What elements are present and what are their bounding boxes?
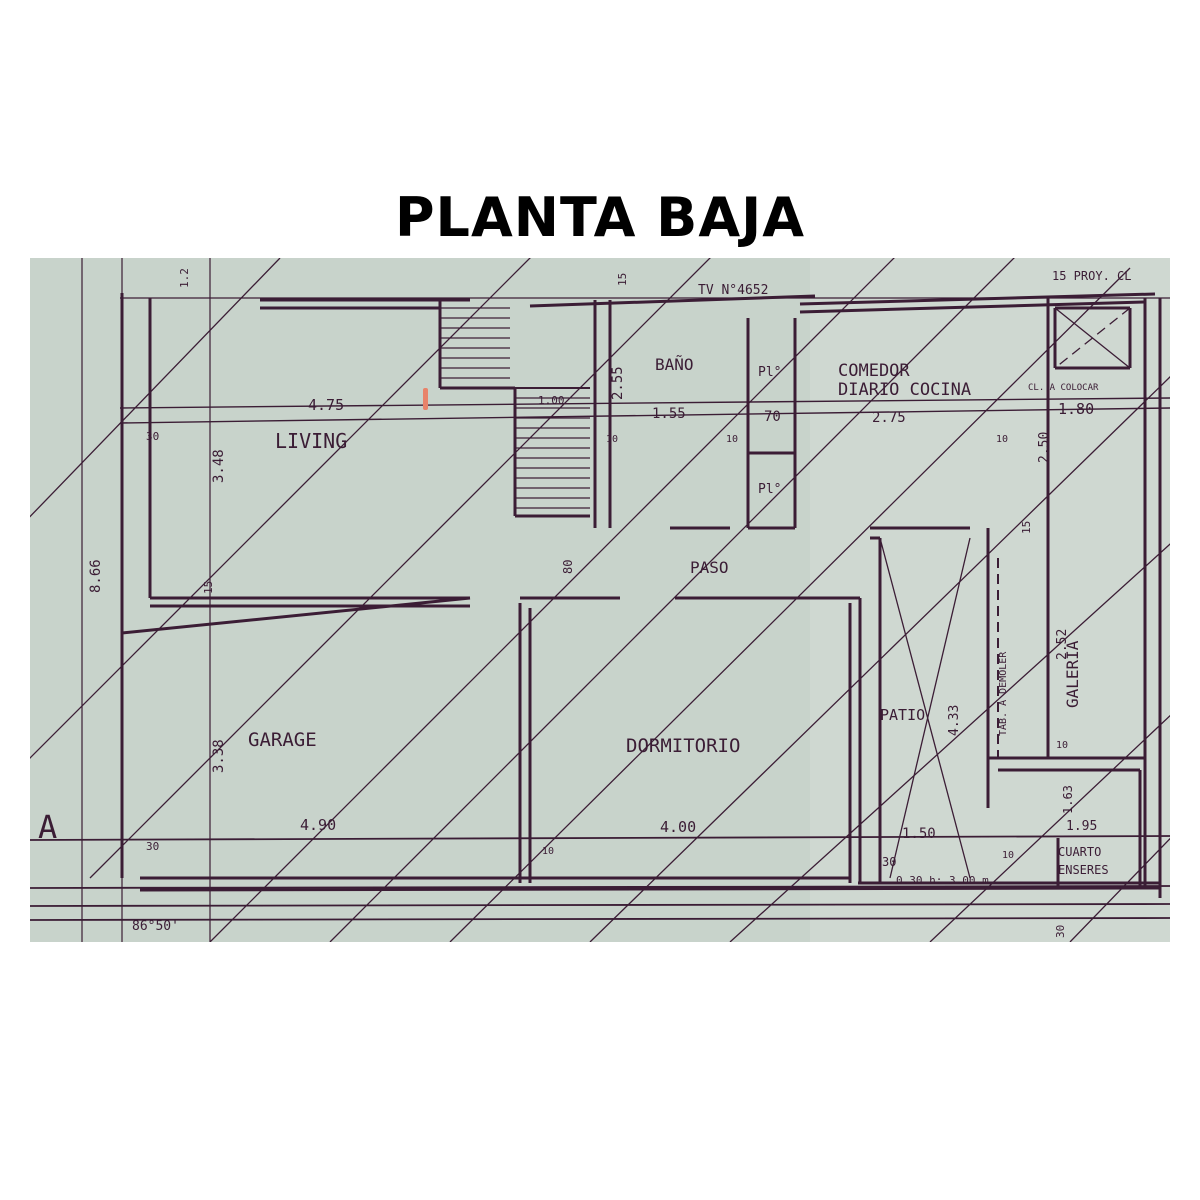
dim-1-00: 1.00 (538, 394, 565, 407)
dim-10: 10 (996, 434, 1008, 445)
patio-cross (889, 537, 971, 879)
wall (799, 292, 1156, 306)
room-garage: GARAGE (248, 729, 317, 751)
dim-10: 10 (1056, 740, 1068, 751)
dim-3-48: 3.48 (211, 449, 227, 483)
floor-plan: LIVING BAÑO Pl° Pl° COMEDOR DIARIO COCIN… (30, 258, 1170, 942)
orange-mark (423, 388, 428, 410)
room-banio: BAÑO (655, 355, 694, 374)
dim-1-63: 1.63 (1061, 785, 1075, 814)
walls (30, 258, 1170, 942)
dim-30: 30 (146, 430, 159, 443)
reference-line (119, 397, 1170, 409)
room-pl-1: Pl° (758, 365, 781, 380)
diagonal-line (729, 543, 1170, 942)
annotation-patio-height: 0.30 h: 3.00 m (896, 874, 989, 887)
dim-4-33: 4.33 (947, 705, 962, 736)
annotation-tabique: TAB. A DEMOLER (998, 651, 1009, 736)
dim-1-2: 1.2 (178, 268, 191, 288)
wall (799, 300, 1146, 314)
dim-2-52: 2.52 (1055, 629, 1070, 660)
annotation-proy: 15 PROY. CL (1052, 269, 1131, 283)
wall (529, 294, 816, 308)
dim-30: 30 (146, 840, 159, 853)
plan-paper-fold (810, 258, 1170, 942)
dim-30: 30 (882, 855, 896, 869)
room-comedor-cocina: DIARIO COCINA (838, 380, 971, 400)
dim-10: 10 (606, 434, 618, 445)
dim-2-55: 2.55 (610, 366, 626, 400)
dim-15: 15 (1020, 521, 1033, 534)
dim-1-50: 1.50 (902, 826, 936, 842)
room-dormitorio: DORMITORIO (626, 735, 740, 757)
annotation-angle: 86°50' (132, 919, 179, 934)
room-enseres: ENSERES (1058, 863, 1109, 877)
wall (139, 886, 1161, 892)
reference-line (30, 835, 1170, 841)
dim-2-50: 2.50 (1037, 432, 1052, 463)
room-galeria: GALERIA (1063, 640, 1082, 708)
diagonal-line (89, 258, 711, 879)
page-title: PLANTA BAJA (394, 186, 806, 249)
dim-8-66: 8.66 (88, 559, 104, 593)
wall (121, 596, 471, 635)
dim-2-75: 2.75 (872, 410, 906, 426)
dim-1-80: 1.80 (1058, 400, 1094, 418)
room-patio: PATIO (880, 706, 925, 724)
dim-1-95: 1.95 (1066, 819, 1097, 834)
patio-cross (879, 537, 971, 879)
diagonal-line (449, 267, 1131, 942)
dim-15: 15 (202, 581, 215, 594)
dim-4-90: 4.90 (300, 816, 336, 834)
dim-15: 15 (616, 273, 629, 286)
room-cuarto: CUARTO (1058, 845, 1101, 859)
dim-10: 10 (726, 434, 738, 445)
diagonal-line (209, 258, 895, 942)
axis-label-a: A (38, 808, 57, 846)
dim-10: 10 (542, 846, 554, 857)
reference-line (30, 903, 1170, 907)
annotation-cl: CL. A COLOCAR (1028, 383, 1099, 393)
dim-10: 10 (1002, 850, 1014, 861)
diagonal-line (929, 714, 1170, 942)
room-comedor: COMEDOR (838, 361, 910, 381)
dim-70: 70 (764, 409, 781, 425)
skylight-cross (1054, 307, 1131, 369)
labels: LIVING BAÑO Pl° Pl° COMEDOR DIARIO COCIN… (38, 268, 1131, 938)
diagonal-lines (30, 258, 1170, 942)
diagonal-line (329, 258, 1015, 942)
dim-4-00: 4.00 (660, 818, 696, 836)
dim-1-55: 1.55 (652, 406, 686, 422)
reference-line (30, 917, 1170, 921)
dim-3-38: 3.38 (211, 739, 227, 773)
room-living: LIVING (275, 429, 347, 453)
dim-80: 80 (561, 560, 575, 574)
reference-line (119, 407, 1170, 424)
room-paso: PASO (690, 558, 729, 577)
diagonal-line (589, 376, 1170, 942)
diagonal-line (1069, 837, 1170, 942)
dim-4-75: 4.75 (308, 396, 344, 414)
reference-line (30, 885, 1170, 889)
room-pl-2: Pl° (758, 482, 781, 497)
dim-30: 30 (1054, 925, 1067, 938)
annotation-tv: TV N°4652 (698, 283, 768, 298)
